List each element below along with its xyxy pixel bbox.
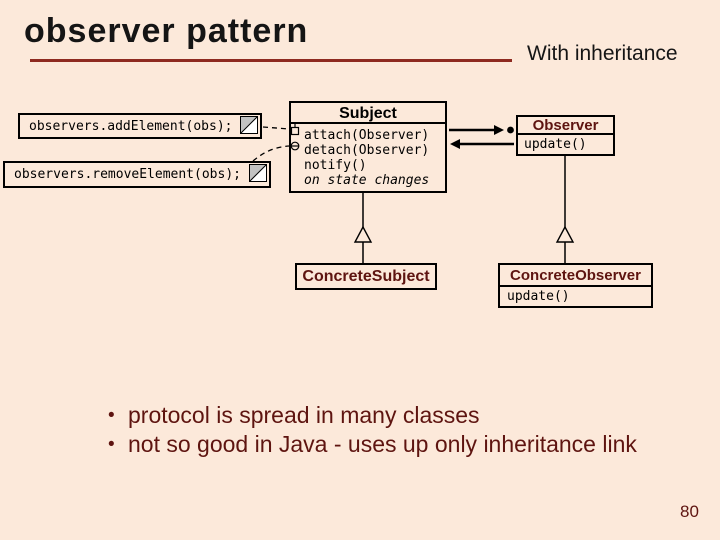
annotation-on-state-changes: on state changes <box>304 173 430 188</box>
association-arrow-left <box>450 139 514 149</box>
class-title-concrete-observer: ConcreteObserver <box>500 265 651 287</box>
note-add-element: observers.addElement(obs); <box>18 113 262 139</box>
slide-subtitle: With inheritance <box>527 42 678 65</box>
class-box-concrete-subject: ConcreteSubject <box>295 263 437 290</box>
bullet-marker: • <box>108 405 115 426</box>
method-update-concrete: update() <box>507 289 570 304</box>
bullet-text: not so good in Java - uses up only inher… <box>128 431 637 457</box>
bullet-item: • not so good in Java - uses up only inhe… <box>108 430 698 459</box>
note-fold-icon <box>249 164 267 182</box>
note-fold-icon <box>240 116 258 134</box>
dashed-link-add <box>262 126 290 130</box>
inheritance-arrow-subject <box>353 193 373 263</box>
method-update: update() <box>524 137 587 152</box>
dashed-link-remove <box>252 145 290 162</box>
note-remove-element: observers.removeElement(obs); <box>3 161 271 188</box>
class-title-subject: Subject <box>291 103 445 124</box>
slide-title: observer pattern <box>24 12 309 50</box>
class-title-concrete-subject: ConcreteSubject <box>302 268 430 285</box>
bullet-list: • protocol is spread in many classes • not… <box>108 401 698 459</box>
class-box-subject: Subject attach(Observer) detach(Observer… <box>289 101 447 193</box>
association-arrow-right <box>449 125 514 135</box>
method-detach: detach(Observer) <box>304 143 430 158</box>
bullet-text: protocol is spread in many classes <box>128 402 480 428</box>
bullet-marker: • <box>108 434 115 455</box>
class-box-concrete-observer: ConcreteObserver update() <box>498 263 653 308</box>
class-box-observer: Observer update() <box>516 115 615 156</box>
page-number: 80 <box>680 502 699 521</box>
bullet-item: • protocol is spread in many classes <box>108 401 698 430</box>
note-remove-element-text: observers.removeElement(obs); <box>14 167 241 182</box>
aggregation-dot <box>507 126 514 134</box>
title-underline <box>30 59 512 62</box>
method-attach: attach(Observer) <box>304 128 430 143</box>
inheritance-arrow-observer <box>555 156 575 263</box>
method-notify: notify() <box>304 158 367 173</box>
class-title-observer: Observer <box>518 117 613 135</box>
note-add-element-text: observers.addElement(obs); <box>29 118 233 134</box>
